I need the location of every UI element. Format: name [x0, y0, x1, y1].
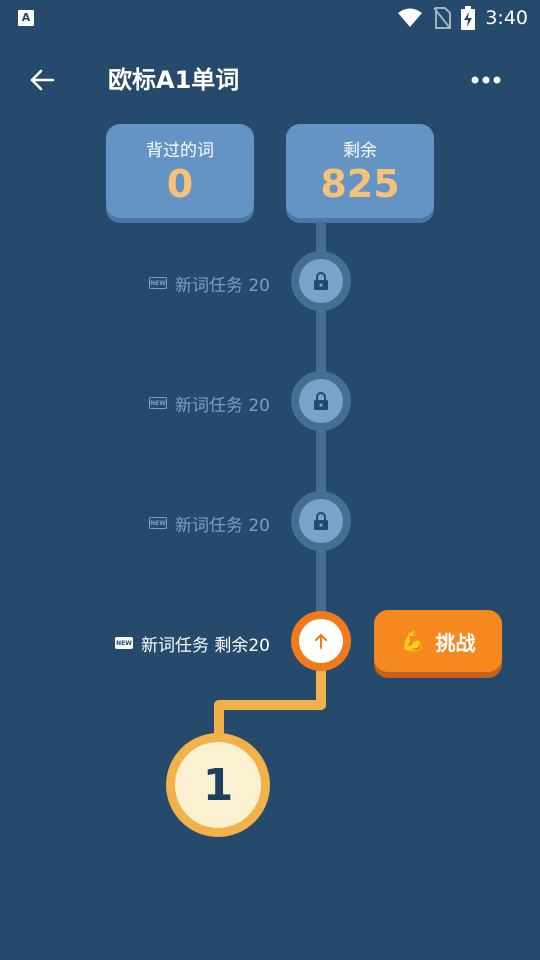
remaining-words-count: 825 [320, 162, 400, 206]
learned-words-count: 0 [166, 162, 194, 206]
progress-path-segment [316, 660, 326, 710]
task-node-inner [299, 259, 343, 303]
task-label: NEW 新词任务 20 [148, 508, 270, 538]
level-badge[interactable]: 1 [166, 733, 270, 837]
task-label-text: 新词任务 剩余20 [140, 635, 270, 656]
progress-path-locked [316, 222, 326, 642]
no-sim-icon [433, 7, 452, 29]
challenge-button[interactable]: 💪 挑战 [374, 610, 502, 672]
clock: 3:40 [485, 7, 528, 29]
task-label: NEW 新词任务 20 [148, 388, 270, 418]
more-options-button[interactable] [462, 60, 510, 100]
learned-words-card: 背过的词 0 [106, 124, 254, 218]
task-label-text: 新词任务 20 [174, 275, 270, 296]
learned-words-label: 背过的词 [146, 141, 214, 161]
lock-icon [314, 392, 328, 410]
task-node-inner [299, 499, 343, 543]
level-number: 1 [175, 742, 261, 828]
new-badge-icon: NEW [148, 397, 167, 409]
remaining-words-card: 剩余 825 [286, 124, 434, 218]
status-bar: A 3:40 [0, 0, 540, 36]
lock-icon [314, 272, 328, 290]
new-badge-icon: NEW [148, 277, 167, 289]
more-horizontal-icon [471, 76, 501, 84]
progress-path-segment [214, 700, 224, 742]
challenge-button-label: 挑战 [435, 630, 476, 655]
task-label-text: 新词任务 20 [174, 515, 270, 536]
task-node-locked[interactable] [291, 251, 351, 311]
task-label-current: NEW 新词任务 剩余20 [114, 628, 270, 658]
arrow-up-icon [315, 634, 327, 649]
task-node-locked[interactable] [291, 491, 351, 551]
task-node-inner [299, 379, 343, 423]
status-icons: 3:40 [397, 4, 528, 32]
task-node-locked[interactable] [291, 371, 351, 431]
task-label: NEW 新词任务 20 [148, 268, 270, 298]
task-node-inner [299, 619, 343, 663]
progress-path-segment [214, 700, 326, 710]
arrow-left-icon [30, 69, 55, 91]
flexed-biceps-icon: 💪 [400, 629, 426, 653]
new-badge-icon: NEW [148, 517, 167, 529]
task-label-text: 新词任务 20 [174, 395, 270, 416]
lock-icon [314, 512, 328, 530]
task-node-current[interactable] [291, 611, 351, 671]
page-title: 欧标A1单词 [108, 66, 240, 94]
wifi-icon [398, 8, 423, 27]
back-button[interactable] [22, 60, 62, 100]
app-notification-icon: A [18, 10, 34, 26]
battery-charging-icon [461, 6, 476, 30]
new-badge-icon: NEW [114, 637, 133, 649]
remaining-words-label: 剩余 [343, 141, 377, 161]
